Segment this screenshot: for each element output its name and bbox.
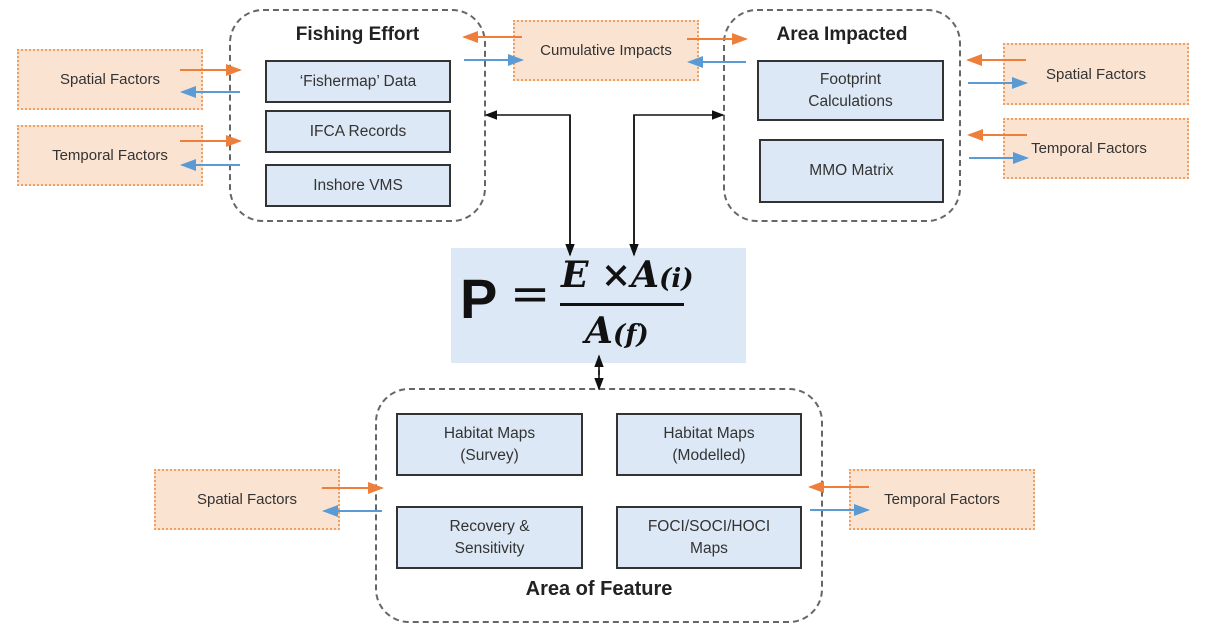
factor-temporal-left: Temporal Factors (17, 125, 203, 186)
formula-denominator-sub: (f) (612, 320, 649, 350)
formula-fraction-bar (560, 303, 684, 306)
factor-temporal-right: Temporal Factors (1003, 118, 1189, 179)
factor-temporal-bottom: Temporal Factors (849, 469, 1035, 530)
factor-spatial-bottom: Spatial Factors (154, 469, 340, 530)
formula-denominator: A(f) (585, 310, 649, 352)
source-recovery-sensitivity: Recovery & Sensitivity (396, 506, 583, 569)
factor-spatial-right: Spatial Factors (1003, 43, 1189, 105)
source-habitat-maps-survey: Habitat Maps (Survey) (396, 413, 583, 476)
formula-lhs: P (460, 267, 498, 330)
formula-numerator-sub: (i) (659, 264, 694, 294)
formula-numerator: E ×A(i) (561, 254, 694, 296)
area-of-feature-title: Area of Feature (525, 578, 673, 600)
connector-area-formula (633, 110, 725, 250)
source-inshore-vms: Inshore VMS (265, 164, 451, 207)
factor-spatial-left: Spatial Factors (17, 49, 203, 110)
factor-cumulative-impacts: Cumulative Impacts (513, 20, 699, 81)
formula-equals: = (510, 266, 551, 322)
source-foci-soci-hoci-maps: FOCI/SOCI/HOCI Maps (616, 506, 802, 569)
formula-numerator-main: E ×A (561, 254, 660, 296)
formula-denominator-main: A (585, 310, 613, 352)
area-impacted-title: Area Impacted (776, 24, 908, 45)
source-habitat-maps-modelled: Habitat Maps (Modelled) (616, 413, 802, 476)
source-ifca-records: IFCA Records (265, 110, 451, 153)
source-mmo-matrix: MMO Matrix (759, 139, 944, 203)
connector-effort-formula (484, 110, 571, 250)
source-footprint-calculations: Footprint Calculations (757, 60, 944, 121)
source-fishermap-data: ‘Fishermap’ Data (265, 60, 451, 103)
fishing-effort-title: Fishing Effort (295, 24, 420, 45)
